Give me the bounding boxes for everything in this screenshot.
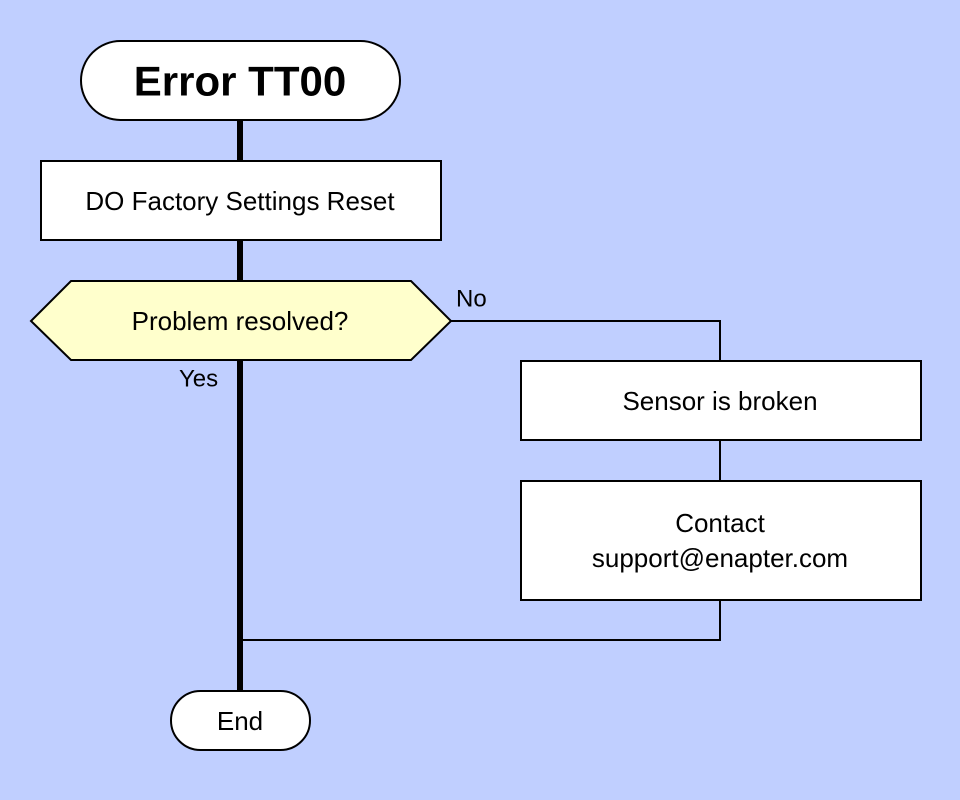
process-contact-support-line2: support@enapter.com bbox=[592, 543, 848, 573]
process-factory-reset-label: DO Factory Settings Reset bbox=[85, 186, 395, 216]
process-factory-reset: DO Factory Settings Reset bbox=[40, 160, 442, 241]
process-sensor-broken: Sensor is broken bbox=[520, 360, 922, 441]
edge-label-yes: Yes bbox=[179, 366, 218, 393]
process-sensor-broken-label: Sensor is broken bbox=[622, 386, 817, 416]
edge-label-no: No bbox=[456, 286, 487, 313]
connector-contact-to-merge bbox=[240, 600, 721, 641]
process-contact-support: Contact support@enapter.com bbox=[520, 480, 922, 601]
decision-problem-resolved: Problem resolved? bbox=[29, 280, 453, 361]
start-terminal-label: Error TT00 bbox=[134, 58, 346, 105]
end-terminal-label: End bbox=[217, 706, 263, 736]
process-contact-support-line1: Contact bbox=[675, 508, 765, 538]
connector-no-branch bbox=[450, 320, 721, 361]
decision-problem-resolved-label: Problem resolved? bbox=[132, 306, 349, 336]
start-terminal: Error TT00 bbox=[80, 40, 401, 121]
end-terminal: End bbox=[170, 690, 311, 751]
